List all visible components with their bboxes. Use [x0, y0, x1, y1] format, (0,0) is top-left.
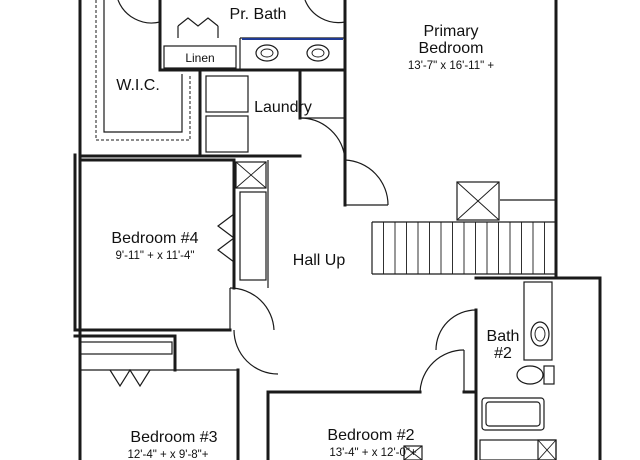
- lower-bedroom-walls: [73, 329, 478, 460]
- bedroom4-dims: 9'-11" + x 11'-4": [116, 250, 195, 262]
- bedroom2-label: Bedroom #2: [327, 427, 414, 444]
- laundry-walls: [198, 68, 347, 162]
- sink-icon: [530, 321, 550, 347]
- linen-label: Linen: [185, 51, 214, 65]
- closet-icon: [403, 445, 423, 460]
- pr-bath-label: Pr. Bath: [230, 6, 287, 23]
- wic-label: W.I.C.: [116, 77, 160, 94]
- laundry-label: Laundry: [254, 99, 312, 116]
- bedroom4-label: Bedroom #4: [111, 230, 198, 247]
- sink-icon: [306, 44, 330, 62]
- stairs: [343, 158, 558, 280]
- room-labels: Pr. Bath Primary Bedroom 13'-7" x 16'-11…: [111, 6, 519, 460]
- primary-bedroom-dims: 13'-7" x 16'-11" +: [408, 60, 494, 72]
- primary-bedroom-label-line2: Bedroom: [419, 40, 484, 57]
- bedroom2-dims: 13'-4" + x 12'-0"+: [329, 447, 417, 459]
- bedroom3-label: Bedroom #3: [130, 429, 217, 446]
- toilet-icon: [543, 365, 555, 385]
- exterior-walls: [73, 0, 602, 460]
- top-door-swings: [117, 0, 346, 38]
- bedroom3-dims: 12'-4" + x 9'-8"+: [128, 449, 209, 460]
- wic-shelving: [95, 0, 191, 141]
- sink-icon: [255, 44, 279, 62]
- primary-bedroom-label-line1: Primary: [423, 23, 478, 40]
- tub-icon: [481, 397, 545, 431]
- bedroom4-walls: [73, 158, 275, 332]
- bath2-label-line2: #2: [494, 345, 512, 362]
- bath2-label-line1: Bath: [487, 328, 520, 345]
- vanity: [242, 38, 343, 62]
- bath2-fixtures: [435, 276, 602, 460]
- stair-treads: [383, 222, 557, 274]
- hall-label: Hall Up: [293, 252, 346, 269]
